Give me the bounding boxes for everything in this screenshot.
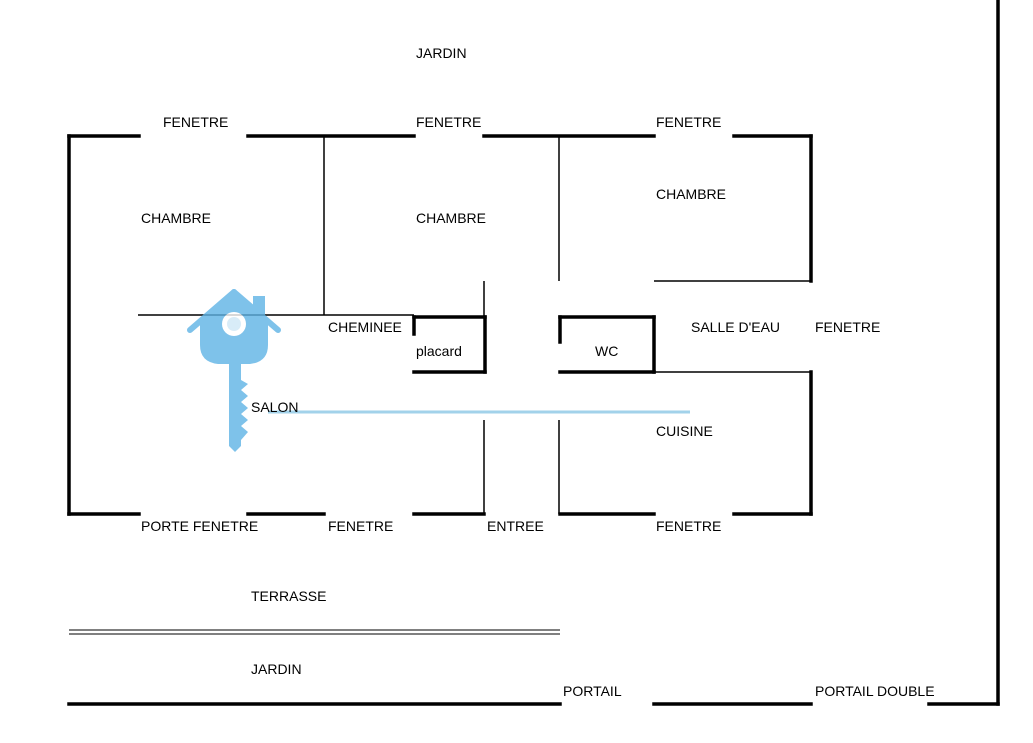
label-cuisine: CUISINE bbox=[656, 423, 713, 439]
label-placard: placard bbox=[416, 343, 462, 359]
label-porte-fenetre: PORTE FENETRE bbox=[141, 518, 259, 534]
label-chambre-1: CHAMBRE bbox=[141, 210, 212, 226]
label-fenetre-bottom-2: FENETRE bbox=[656, 518, 722, 534]
label-wc: WC bbox=[595, 343, 619, 359]
label-chambre-2: CHAMBRE bbox=[416, 210, 487, 226]
label-portail-double: PORTAIL DOUBLE bbox=[815, 683, 935, 699]
label-salon: SALON bbox=[251, 399, 299, 415]
wc-box bbox=[558, 315, 656, 374]
label-jardin-bottom: JARDIN bbox=[251, 661, 302, 677]
interior-walls bbox=[138, 136, 811, 514]
label-portail: PORTAIL bbox=[563, 683, 622, 699]
house-key-icon bbox=[187, 289, 690, 452]
label-fenetre-3: FENETRE bbox=[656, 114, 722, 130]
label-salle-deau: SALLE D'EAU bbox=[691, 319, 781, 335]
label-fenetre-1: FENETRE bbox=[163, 114, 229, 130]
label-jardin-top: JARDIN bbox=[416, 45, 467, 61]
placard-box bbox=[412, 315, 487, 374]
label-chambre-3: CHAMBRE bbox=[656, 186, 727, 202]
label-fenetre-bottom-1: FENETRE bbox=[328, 518, 394, 534]
label-fenetre-right: FENETRE bbox=[815, 319, 881, 335]
terrace-line bbox=[69, 629, 560, 635]
label-cheminee: CHEMINEE bbox=[328, 319, 402, 335]
label-fenetre-2: FENETRE bbox=[416, 114, 482, 130]
garden-boundary bbox=[67, 0, 1000, 706]
label-entree: ENTREE bbox=[487, 518, 544, 534]
outer-walls bbox=[67, 134, 813, 516]
label-terrasse: TERRASSE bbox=[251, 588, 327, 604]
